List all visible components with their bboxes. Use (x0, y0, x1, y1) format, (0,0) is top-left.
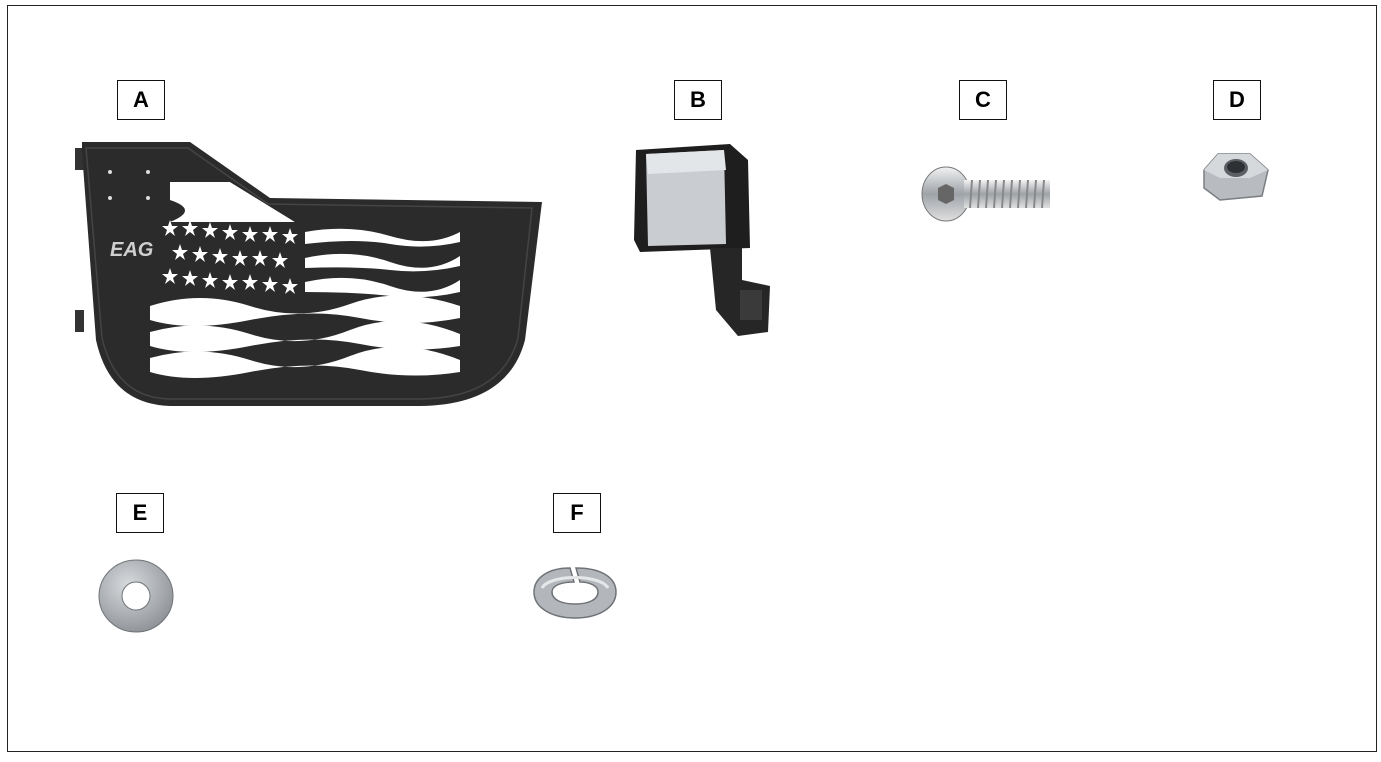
label-c: C (959, 80, 1007, 120)
flat-washer-icon (96, 558, 176, 634)
label-d: D (1213, 80, 1261, 120)
tube-door-flag-icon: EAG (70, 140, 550, 410)
lock-washer-icon (530, 562, 620, 622)
label-f: F (553, 493, 601, 533)
button-head-bolt-icon (918, 160, 1058, 230)
label-e: E (116, 493, 164, 533)
label-a: A (117, 80, 165, 120)
door-logo: EAG (110, 239, 153, 261)
label-b: B (674, 80, 722, 120)
hex-nut-icon (1196, 148, 1276, 208)
side-mirror-icon (630, 140, 780, 340)
